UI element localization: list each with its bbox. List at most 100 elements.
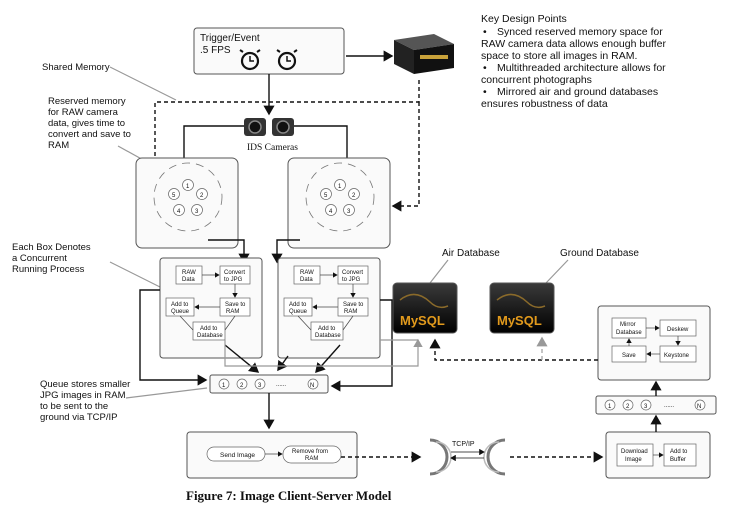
receiver-box: Download Image Add to Buffer <box>605 431 711 479</box>
svg-text:2: 2 <box>626 404 630 410</box>
svg-text:......: ...... <box>276 382 286 388</box>
alarm-clock-icon <box>276 49 298 71</box>
ground-database-icon: MySQL <box>489 282 555 334</box>
key-point-1-line3: space to store all images in RAM. <box>481 50 637 62</box>
key-point-3-line1: Mirrored air and ground databases <box>497 86 658 98</box>
svg-text:1: 1 <box>608 404 612 410</box>
svg-text:JPG images in RAM: JPG images in RAM <box>40 390 126 401</box>
ring-slot: 5 <box>320 188 332 200</box>
queue-slot: 2 <box>622 399 634 411</box>
queue-bar: 1 2 3 ...... N <box>209 374 329 394</box>
svg-text:•: • <box>483 26 487 38</box>
alarm-clock-icon <box>239 49 261 71</box>
svg-text:MySQL: MySQL <box>400 313 445 328</box>
svg-text:Save to: Save to <box>343 302 364 308</box>
queue-slot: 1 <box>604 399 616 411</box>
svg-text:RAW: RAW <box>182 270 196 276</box>
svg-text:Convert: Convert <box>342 270 363 276</box>
svg-text:Mirror: Mirror <box>620 322 636 328</box>
key-point-2-line2: concurrent photographs <box>481 74 592 86</box>
svg-text:Add to: Add to <box>289 302 307 308</box>
svg-text:MySQL: MySQL <box>497 313 542 328</box>
ring-buffer-left: 1 2 3 4 5 <box>135 157 239 249</box>
svg-text:to JPG: to JPG <box>342 277 361 283</box>
svg-text:Database: Database <box>616 330 642 336</box>
ring-slot: 4 <box>325 204 337 216</box>
svg-text:Database: Database <box>197 333 223 339</box>
svg-text:ground via TCP/IP: ground via TCP/IP <box>40 412 117 423</box>
svg-text:2: 2 <box>200 193 204 199</box>
svg-text:......: ...... <box>664 403 674 409</box>
send-image-node: Send Image <box>220 452 255 459</box>
ring-slot: 1 <box>334 179 346 191</box>
queue-slot: 2 <box>236 378 248 390</box>
queue-slot: N <box>694 399 706 411</box>
ring-slot: 3 <box>191 204 203 216</box>
key-point-1-line1: Synced reserved memory space for <box>497 26 663 38</box>
svg-text:Database: Database <box>315 333 341 339</box>
ground-database-label: Ground Database <box>560 248 639 259</box>
ring-buffer-right: 1 2 3 4 5 <box>287 157 391 249</box>
ring-slot: 4 <box>173 204 185 216</box>
svg-text:RAW: RAW <box>300 270 314 276</box>
svg-text:to be sent to the: to be sent to the <box>40 401 108 412</box>
svg-text:Save: Save <box>622 353 636 359</box>
key-points-title: Key Design Points <box>481 13 567 25</box>
svg-text:Data: Data <box>182 277 195 283</box>
svg-text:Image: Image <box>625 457 642 463</box>
tcp-ip-link: TCP/IP <box>429 438 506 476</box>
sender-box: Send Image Remove from RAM <box>186 431 358 479</box>
shared-memory-label: Shared Memory <box>42 62 110 73</box>
svg-text:4: 4 <box>329 209 333 215</box>
queue-slot: 3 <box>640 399 652 411</box>
tcp-ip-label: TCP/IP <box>452 441 475 448</box>
svg-text:data, gives time to: data, gives time to <box>48 118 125 129</box>
ring-slot: 5 <box>168 188 180 200</box>
key-point-2-line1: Multithreaded architecture allows for <box>497 62 666 74</box>
ring-slot: 1 <box>182 179 194 191</box>
svg-text:1: 1 <box>186 184 190 190</box>
svg-text:Deskew: Deskew <box>667 327 689 333</box>
svg-text:RAM: RAM <box>48 140 69 151</box>
svg-text:RAM: RAM <box>305 456 318 462</box>
svg-text:Add to: Add to <box>171 302 189 308</box>
trigger-title: Trigger/Event <box>200 33 260 44</box>
svg-text:N: N <box>697 404 701 410</box>
key-point-3-line2: ensures robustness of data <box>481 98 608 110</box>
process-box-left: RAW Data Convert to JPG Add to Queue Sav… <box>159 257 263 359</box>
queue-slot: 3 <box>254 378 266 390</box>
ground-queue-bar: 1 2 3 ...... N <box>595 395 717 415</box>
svg-text:Download: Download <box>621 449 648 455</box>
svg-text:•: • <box>483 62 487 74</box>
figure-caption: Figure 7: Image Client-Server Model <box>186 488 392 503</box>
trigger-fps: .5 FPS <box>200 45 231 56</box>
ids-cameras-label: IDS Cameras <box>247 143 298 153</box>
svg-text:Queue: Queue <box>171 309 190 315</box>
queue-stores-label: Queue stores smaller JPG images in RAM t… <box>40 379 130 423</box>
trigger-box: Trigger/Event .5 FPS <box>193 27 345 75</box>
svg-text:Convert: Convert <box>224 270 245 276</box>
svg-text:Keystone: Keystone <box>664 353 690 359</box>
key-design-points: Key Design Points • Synced reserved memo… <box>481 13 667 110</box>
svg-text:2: 2 <box>240 383 244 389</box>
svg-text:RAM: RAM <box>344 309 357 315</box>
queue-slot: N <box>307 378 319 390</box>
svg-text:for RAW camera: for RAW camera <box>48 107 119 118</box>
svg-text:Queue stores smaller: Queue stores smaller <box>40 379 130 390</box>
ids-cameras-icon <box>244 118 294 136</box>
svg-text:•: • <box>483 86 487 98</box>
svg-text:N: N <box>310 383 314 389</box>
svg-text:5: 5 <box>172 193 176 199</box>
ring-slot: 2 <box>196 188 208 200</box>
queue-slot: 1 <box>218 378 230 390</box>
svg-text:3: 3 <box>347 209 351 215</box>
svg-text:RAM: RAM <box>226 309 239 315</box>
key-point-1-line2: RAW camera data allows enough buffer <box>481 38 667 50</box>
svg-text:convert and save to: convert and save to <box>48 129 131 140</box>
svg-text:Remove from: Remove from <box>292 449 328 455</box>
svg-text:Add to: Add to <box>670 449 688 455</box>
svg-text:1: 1 <box>338 184 342 190</box>
svg-text:2: 2 <box>352 193 356 199</box>
svg-text:1: 1 <box>222 383 226 389</box>
ring-slot: 2 <box>348 188 360 200</box>
